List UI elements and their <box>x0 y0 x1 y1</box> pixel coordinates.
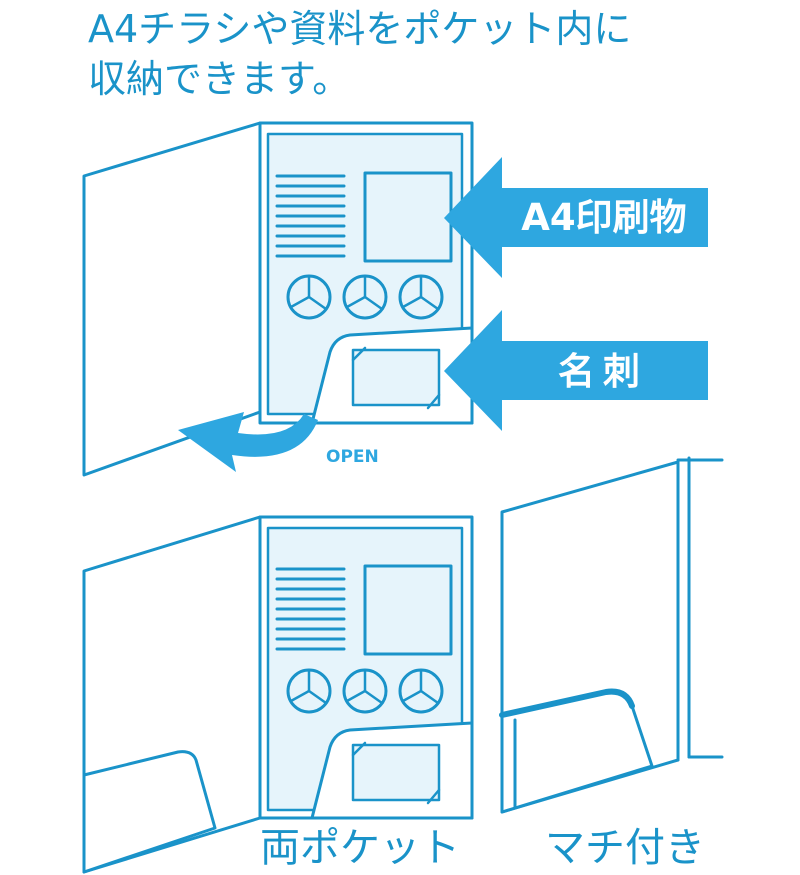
open-arrow <box>178 412 318 472</box>
bottom-image-box <box>363 564 453 656</box>
open-label: OPEN <box>326 447 379 467</box>
bottom-folder-gusset <box>499 456 724 814</box>
heading: A4チラシや資料をポケット内に 収納できます。 <box>88 4 631 104</box>
a4-arrow-callout: A4印刷物 <box>444 157 708 278</box>
top-pie-chart-icons <box>286 274 444 320</box>
bottom-folder-double-pocket <box>82 515 474 874</box>
heading-line-1: A4チラシや資料をポケット内に <box>88 7 632 51</box>
top-folder <box>82 121 474 477</box>
caption-double-pocket: 両ポケット <box>260 825 460 871</box>
bottom-text-lines <box>275 567 346 651</box>
business-card-label: 名刺 <box>558 350 648 393</box>
bottom-business-card <box>351 743 441 802</box>
bottom-pie-chart-icons <box>286 668 444 714</box>
top-business-card <box>351 348 441 407</box>
caption-gusset: マチ付き <box>545 825 705 871</box>
gusset-pocket-edge <box>499 688 635 718</box>
top-image-box <box>363 171 453 263</box>
bottom-left-pocket <box>82 750 217 874</box>
top-text-lines <box>275 174 346 258</box>
a4-print-label: A4印刷物 <box>521 196 686 239</box>
heading-line-2: 収納できます。 <box>88 57 351 101</box>
card-arrow-callout: 名刺 <box>444 310 708 431</box>
